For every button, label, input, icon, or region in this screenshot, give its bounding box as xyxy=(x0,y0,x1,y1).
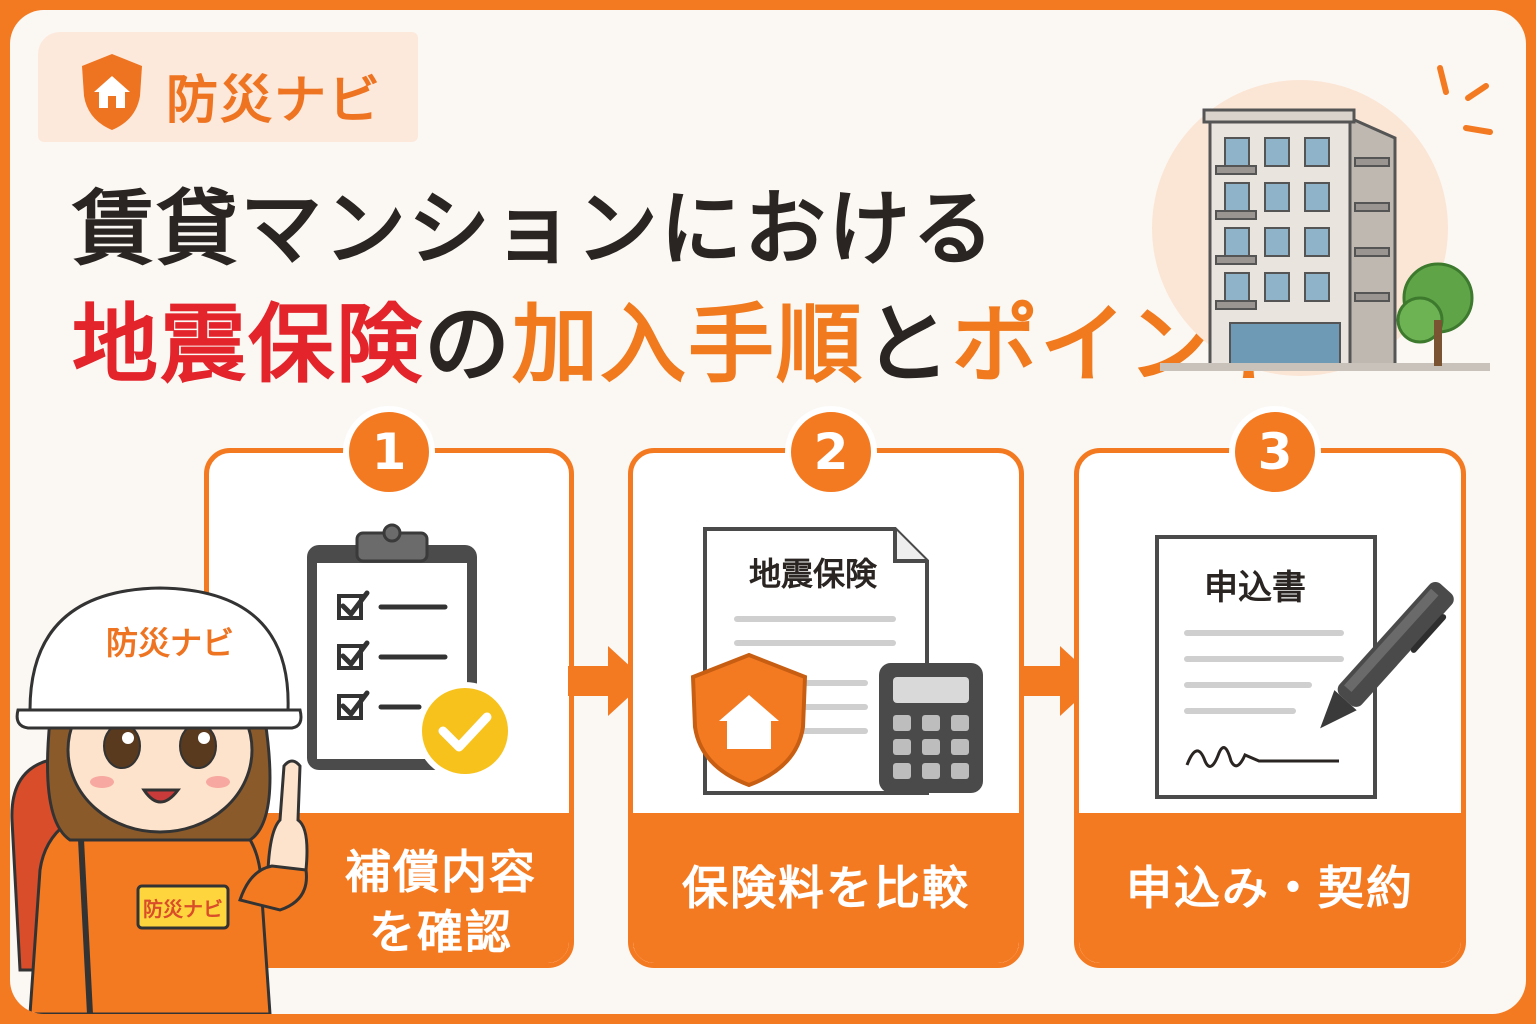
doc-title-application-form: 申込書 xyxy=(1204,568,1306,608)
application-form-pen-icon: 申込書 xyxy=(1155,535,1454,799)
insurance-document-calculator-icon: 地震保険 xyxy=(690,527,983,795)
mascot-character-icon: 防災ナビ 防災ナビ xyxy=(10,586,309,1014)
arrow-right-icon xyxy=(568,646,646,716)
step-card-3: 申込書 申込み・契約 xyxy=(1074,448,1466,968)
title-procedure: 加入手順 xyxy=(512,295,864,395)
page-title-line1: 賃貸マンションにおける xyxy=(72,182,997,277)
step-2-label: 保険料を比較 xyxy=(682,861,970,915)
step-1-label-text: 補償内容を確認 xyxy=(345,845,537,959)
step-number-3: 3 xyxy=(1229,406,1321,498)
main-panel: 防災ナビ 賃貸マンションにおける 地震保険の加入手順とポイント xyxy=(10,10,1526,1014)
title-particle-to: と xyxy=(864,295,952,395)
mascot-badge-text: 防災ナビ xyxy=(143,897,223,921)
brand-logo: 防災ナビ xyxy=(38,32,418,142)
title-earthquake-insurance: 地震保険 xyxy=(72,295,424,395)
clipboard-check-icon xyxy=(307,523,514,780)
step-3-label: 申込み・契約 xyxy=(1126,861,1414,915)
mascot-helmet-text: 防災ナビ xyxy=(106,624,234,662)
apartment-building-icon xyxy=(1152,65,1493,376)
step-number-1: 1 xyxy=(343,406,435,498)
brand-name: 防災ナビ xyxy=(166,71,383,131)
title-particle-no: の xyxy=(424,295,512,395)
step-3-label-bar: 申込み・契約 xyxy=(1079,813,1461,963)
step-2-label-bar: 保険料を比較 xyxy=(633,813,1019,963)
step-number-2: 2 xyxy=(785,406,877,498)
doc-title-earthquake-insurance: 地震保険 xyxy=(749,555,878,593)
step-card-2: 地震保険 保険料を比較 xyxy=(628,448,1024,968)
page-title-line2: 地震保険の加入手順とポイント xyxy=(72,274,1304,399)
shield-home-icon xyxy=(82,54,142,130)
